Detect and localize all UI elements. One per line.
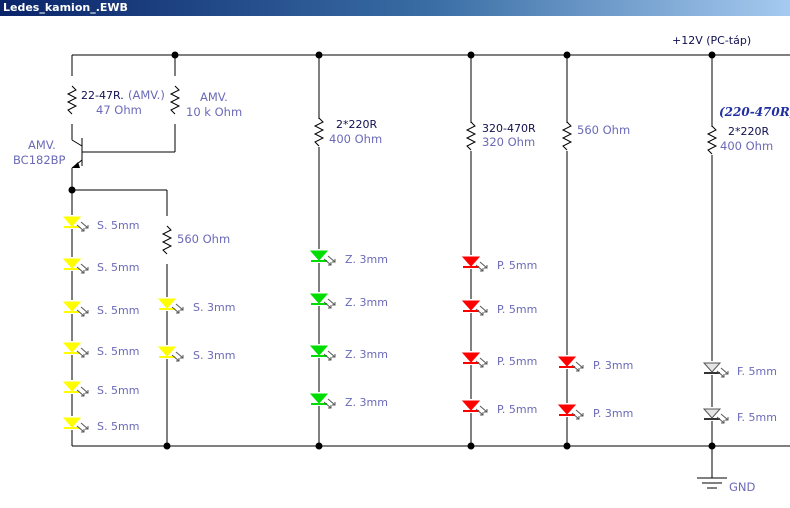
led-symbol: F. 5mm [702,407,777,424]
led-label: S. 5mm [97,345,139,358]
r4-resistor-symbol [313,117,325,147]
led-symbol: Z. 3mm [309,249,388,266]
led-label: F. 5mm [737,411,777,424]
led-label: S. 5mm [97,304,139,317]
led-symbol: S. 5mm [62,215,139,232]
led-symbol: S. 5mm [62,300,139,317]
r4-ohm: 400 Ohm [329,132,382,146]
led-label: S. 5mm [97,219,139,232]
component-labels: 22-47R. (AMV.) 47 Ohm AMV. 10 k Ohm AMV.… [13,88,790,246]
led-label: S. 5mm [97,384,139,397]
r2-name: AMV. [200,90,228,104]
r7-resistor-symbol [706,125,718,155]
r5-ohm: 320 Ohm [482,135,535,149]
r7-note: (220-470R) [719,105,790,119]
led-label: S. 5mm [97,261,139,274]
led-label: Z. 3mm [345,348,388,361]
led-symbol: Z. 3mm [309,392,388,409]
transistor-type: BC182BP [13,153,66,167]
r3-resistor-symbol [161,225,173,255]
led-label: S. 3mm [193,301,235,314]
transistor-name: AMV. [28,138,56,152]
led-label: P. 5mm [497,355,537,368]
leds: S. 5mm S. 5mm S. 5mm S. 5mm S. 5mm S. 5mm S. 3… [62,215,777,433]
led-symbol: S. 5mm [62,416,139,433]
led-symbol: S. 3mm [157,297,235,314]
led-label: P. 5mm [497,403,537,416]
led-symbol: P. 5mm [461,351,537,368]
r1-value: 22-47R. [81,89,124,102]
r5-value: 320-470R [482,122,536,135]
title-bar: Ledes_kamion_.EWB [0,0,790,16]
r1-ohm: 47 Ohm [96,103,142,117]
ground-symbol: GND [697,477,756,494]
resistors [66,85,718,255]
led-symbol: S. 5mm [62,341,139,358]
supply-label: +12V (PC-táp) [672,34,751,47]
r7-ohm: 400 Ohm [720,139,773,153]
led-symbol: P. 5mm [461,299,537,316]
schematic-canvas: GND +12V (PC-táp) 22-47R. (AMV.) 47 Ohm … [13,34,790,494]
led-symbol: Z. 3mm [309,292,388,309]
led-symbol: F. 5mm [702,361,777,378]
rails [72,54,790,447]
emitter-arrow [72,162,80,168]
led-symbol: Z. 3mm [309,344,388,361]
led-label: Z. 3mm [345,396,388,409]
r6-ohm: 560 Ohm [577,123,630,137]
led-label: P. 5mm [497,303,537,316]
led-label: S. 5mm [97,420,139,433]
led-label: P. 3mm [593,359,633,372]
r4-value: 2*220R [336,118,377,131]
led-symbol: P. 3mm [557,403,633,420]
led-symbol: P. 3mm [557,355,633,372]
r1-note: (AMV.) [128,88,165,102]
r3-ohm: 560 Ohm [177,232,230,246]
led-symbol: P. 5mm [461,399,537,416]
led-label: P. 3mm [593,407,633,420]
r6-resistor-symbol [561,121,573,151]
led-label: F. 5mm [737,365,777,378]
led-label: Z. 3mm [345,296,388,309]
led-label: S. 3mm [193,349,235,362]
r5-resistor-symbol [465,121,477,151]
r1-resistor-symbol [66,85,78,115]
led-label: P. 5mm [497,259,537,272]
led-symbol: S. 5mm [62,257,139,274]
led-label: Z. 3mm [345,253,388,266]
r2-resistor-symbol [169,85,181,115]
window-title: Ledes_kamion_.EWB [3,1,128,14]
led-symbol: P. 5mm [461,255,537,272]
led-symbol: S. 5mm [62,380,139,397]
r7-value: 2*220R [728,125,769,138]
ground-label: GND [729,480,756,494]
led-symbol: S. 3mm [157,345,235,362]
r2-ohm: 10 k Ohm [186,105,242,119]
